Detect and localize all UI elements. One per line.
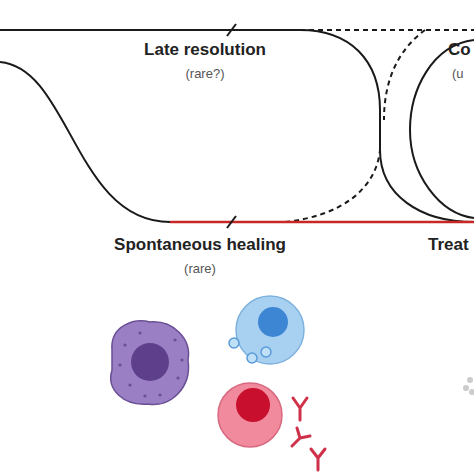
stage-label: Co	[448, 40, 471, 60]
plasma-cell	[218, 383, 282, 447]
mast-cell	[111, 321, 189, 405]
stage-label: Spontaneous healing	[114, 235, 286, 255]
course-line	[0, 30, 474, 222]
dashed-line	[384, 30, 425, 120]
stage-label: Treat	[428, 235, 469, 255]
blue-cell	[236, 296, 304, 364]
cell-nucleus	[258, 307, 288, 337]
break-mark	[227, 216, 236, 228]
frequency-note: (rare)	[184, 261, 216, 276]
cell-nucleus	[236, 388, 270, 422]
break-mark	[227, 24, 236, 36]
dashed-line	[300, 29, 474, 31]
granules	[118, 331, 183, 397]
stage-label: Late resolution	[144, 40, 266, 60]
course-line	[410, 40, 474, 218]
dashed-line	[285, 150, 380, 222]
particles	[463, 377, 474, 395]
cell-nucleus	[131, 343, 169, 381]
frequency-note: (u	[452, 66, 464, 81]
vesicles	[229, 338, 271, 363]
treatment-line	[170, 221, 474, 224]
cells	[111, 296, 474, 470]
antibodies	[292, 398, 325, 470]
course-line	[0, 62, 170, 222]
frequency-note: (rare?)	[185, 66, 224, 81]
